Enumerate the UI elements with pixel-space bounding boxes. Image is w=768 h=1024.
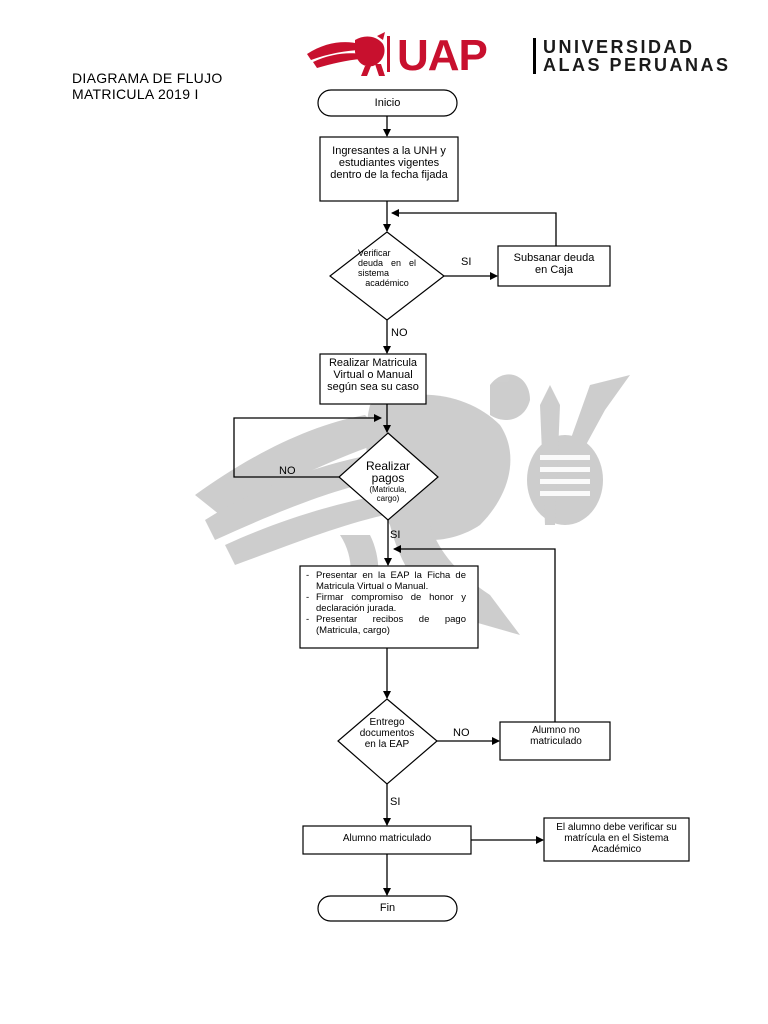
- decision1-label: Verificar deuda en el sistema académico: [358, 248, 416, 288]
- process-not-enrolled: [499, 721, 611, 761]
- arrow-fix-debt-loop: [391, 209, 557, 246]
- decision1-yes-label: SI: [461, 256, 472, 268]
- not-enrolled-label: Alumno no matriculado: [530, 725, 582, 747]
- verify-note-label: El alumno debe verificar su matrícula en…: [556, 822, 677, 855]
- logo-divider: [533, 38, 536, 74]
- decision3-yes-label: SI: [390, 796, 401, 808]
- fix-debt-label: Subsanar deuda en Caja: [513, 252, 595, 276]
- decision2-title: Realizar pagos: [365, 459, 410, 485]
- decision2-yes-label: SI: [390, 529, 401, 541]
- arrow-decision2-no-loop: [233, 414, 382, 478]
- end-terminal: [317, 895, 458, 922]
- decision2-no-label: NO: [279, 465, 296, 477]
- document-title: DIAGRAMA DE FLUJO MATRICULA 2019 I: [72, 70, 223, 102]
- decision3-label: Entrego documentos en la EAP: [359, 717, 415, 750]
- enrolled-label: Alumno matriculado: [342, 833, 432, 844]
- start-label: Inicio: [374, 97, 401, 109]
- process-step2: [319, 353, 427, 405]
- requirement-item: Firmar compromiso de honor y declaración…: [306, 592, 466, 614]
- end-label: Fin: [379, 902, 396, 914]
- document-title-line2: MATRICULA 2019 I: [72, 86, 199, 102]
- arrow-not-enrolled-loop: [393, 545, 556, 722]
- step1-label: Ingresantes a la UNH y estudiantes vigen…: [330, 145, 448, 181]
- process-enrolled: [302, 825, 472, 855]
- step2-label: Realizar Matricula Virtual o Manual segú…: [327, 357, 419, 393]
- requirement-item: Presentar recibos de pago (Matricula, ca…: [306, 614, 466, 636]
- decision2-subtitle: (Matricula, cargo): [369, 485, 407, 503]
- requirements-list: Presentar en la EAP la Ficha de Matricul…: [306, 570, 466, 636]
- decision1-no-label: NO: [391, 327, 408, 339]
- document-title-line1: DIAGRAMA DE FLUJO: [72, 70, 223, 86]
- university-logo: UAP UNIVERSIDAD ALAS PERUANAS: [305, 32, 745, 80]
- process-step1: [319, 136, 459, 202]
- process-fix-debt: [497, 245, 611, 287]
- requirement-item: Presentar en la EAP la Ficha de Matricul…: [306, 570, 466, 592]
- logo-acronym: UAP: [397, 31, 488, 80]
- decision3-no-label: NO: [453, 727, 470, 739]
- process-verify-note: [543, 817, 690, 862]
- bird-emblem-icon: [307, 32, 390, 76]
- logo-name-line2: ALAS PERUANAS: [543, 55, 731, 75]
- logo-name-line1: UNIVERSIDAD: [543, 37, 695, 57]
